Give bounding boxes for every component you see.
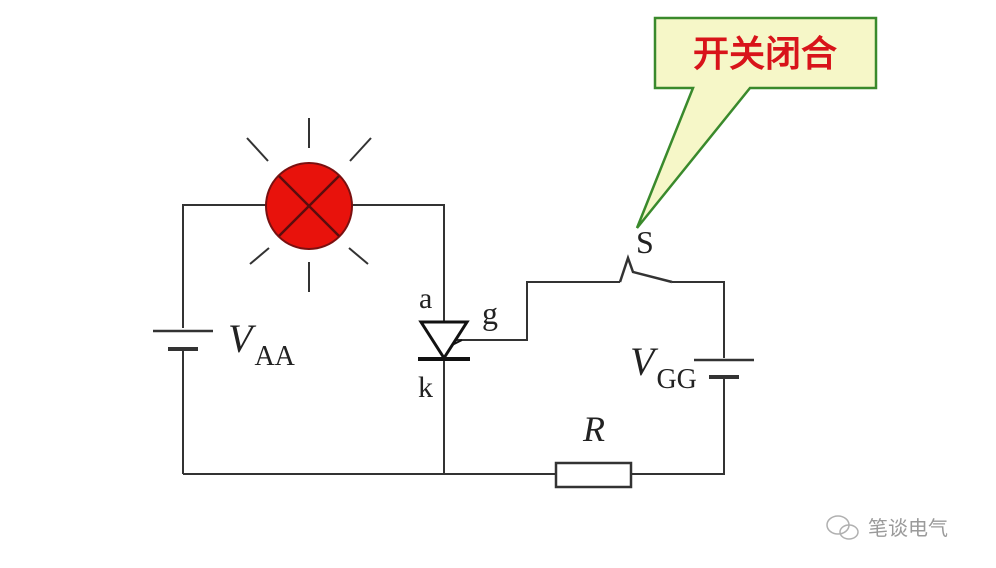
resistor-label: R xyxy=(582,409,605,449)
switch-label: S xyxy=(636,224,654,260)
thyristor-gate-label: g xyxy=(482,295,498,331)
thyristor xyxy=(418,320,470,361)
watermark: 笔谈电气 xyxy=(826,515,948,540)
wechat-icon xyxy=(826,515,859,540)
callout-balloon xyxy=(635,16,878,229)
lamp xyxy=(265,162,353,250)
thyristor-cathode-label: k xyxy=(418,371,433,404)
lamp-rays xyxy=(246,118,372,292)
wires xyxy=(182,204,725,475)
wire-top-left xyxy=(182,204,268,328)
thyristor-gate-lead xyxy=(451,339,463,346)
wire-gate xyxy=(452,281,620,341)
battery-vgg-label: VGG xyxy=(630,339,697,395)
callout-text: 开关闭合 xyxy=(693,34,837,75)
lamp-filament-2 xyxy=(278,175,340,237)
switch-blade xyxy=(618,254,673,284)
wire-top-right xyxy=(351,204,445,322)
watermark-text: 笔谈电气 xyxy=(868,516,948,540)
battery-vgg xyxy=(694,358,754,379)
thyristor-triangle xyxy=(418,320,470,361)
battery-vaa xyxy=(153,329,213,351)
switch xyxy=(618,254,673,284)
wire-bottom-right xyxy=(631,378,725,475)
battery-vaa-label: VAA xyxy=(228,316,296,372)
wire-switch-right xyxy=(672,281,725,358)
resistor xyxy=(554,461,633,489)
thyristor-anode-label: a xyxy=(419,282,432,315)
